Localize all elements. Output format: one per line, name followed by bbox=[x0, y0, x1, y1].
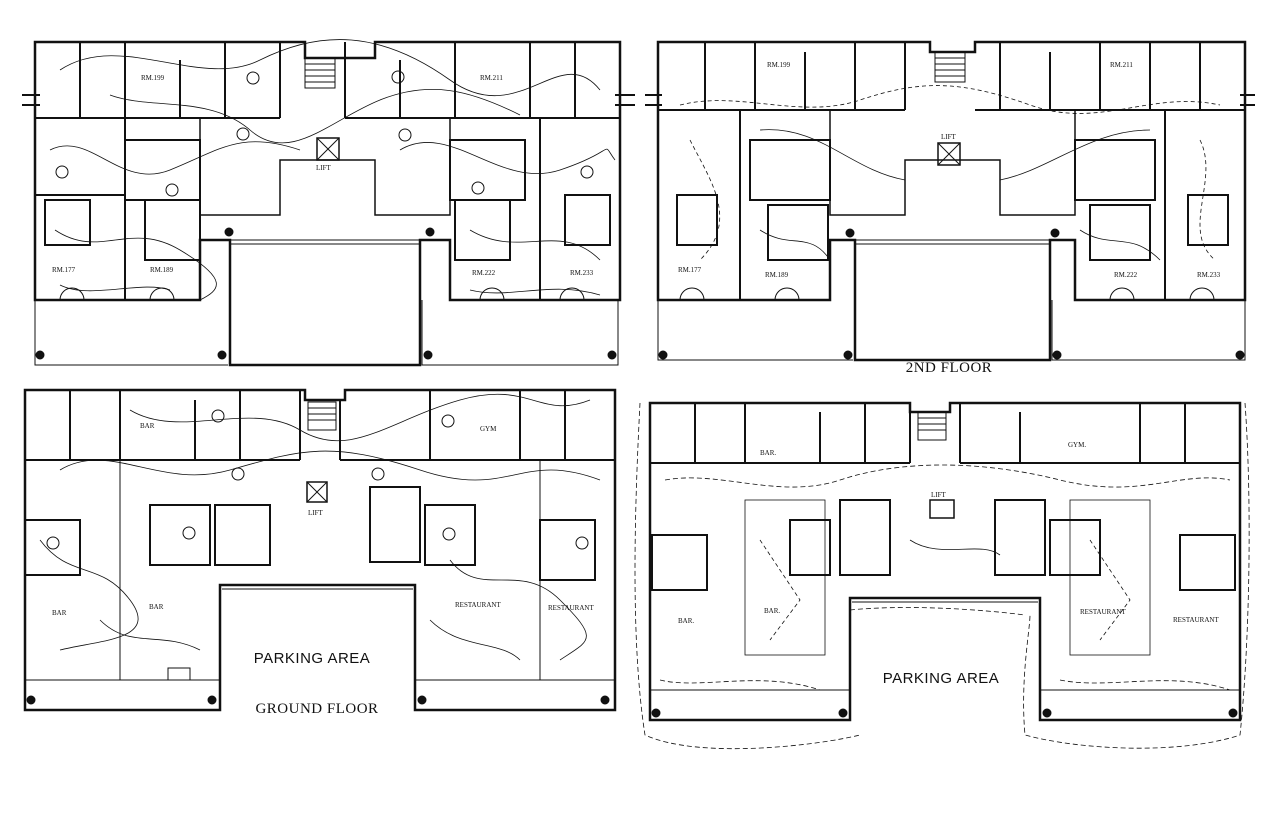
room-label: BAR. bbox=[764, 607, 780, 615]
plan-caption-ground-floor: GROUND FLOOR bbox=[255, 701, 378, 717]
room-label: BAR bbox=[149, 603, 164, 611]
lift-label: LIFT bbox=[316, 164, 332, 172]
room-label: RM.233 bbox=[570, 269, 594, 277]
parking-area-label: PARKING AREA bbox=[883, 670, 1000, 687]
room-label: RM.199 bbox=[141, 74, 165, 82]
room-label: GYM. bbox=[1068, 441, 1086, 449]
room-label: GYM bbox=[480, 425, 497, 433]
floor-plan-bottom-left bbox=[23, 388, 617, 712]
room-labels-bottom-right: BAR. GYM. LIFT BAR. BAR. RESTAURANT REST… bbox=[678, 441, 1219, 625]
room-label: RM.177 bbox=[52, 266, 76, 274]
room-label: RESTAURANT bbox=[1173, 616, 1219, 624]
room-label: RESTAURANT bbox=[1080, 608, 1126, 616]
room-label: RESTAURANT bbox=[455, 601, 501, 609]
room-label: RESTAURANT bbox=[548, 604, 594, 612]
floor-plan-top-left bbox=[22, 39, 635, 367]
room-label: RM.211 bbox=[480, 74, 503, 82]
room-label: RM.199 bbox=[767, 61, 791, 69]
room-labels-top-left: RM.199 RM.211 RM.177 RM.189 RM.222 RM.23… bbox=[52, 74, 594, 277]
room-labels-bottom-left: BAR GYM LIFT BAR BAR RESTAURANT RESTAURA… bbox=[52, 422, 594, 617]
room-label: RM.189 bbox=[765, 271, 789, 279]
floor-plan-top-right bbox=[645, 40, 1255, 362]
room-label: BAR. bbox=[678, 617, 694, 625]
floor-plan-bottom-right bbox=[634, 401, 1250, 750]
room-label: RM.211 bbox=[1110, 61, 1133, 69]
room-label: BAR bbox=[52, 609, 67, 617]
room-label: BAR bbox=[140, 422, 155, 430]
lift-label: LIFT bbox=[308, 509, 324, 517]
room-labels-top-right: RM.199 RM.211 RM.177 RM.189 RM.222 RM.23… bbox=[678, 61, 1221, 279]
room-label: RM.222 bbox=[1114, 271, 1138, 279]
lift-label: LIFT bbox=[941, 133, 957, 141]
room-label: RM.189 bbox=[150, 266, 174, 274]
parking-area-label: PARKING AREA bbox=[254, 650, 371, 667]
room-label: RM.177 bbox=[678, 266, 702, 274]
lift-label: LIFT bbox=[931, 491, 947, 499]
plan-caption-2nd-floor: 2ND FLOOR bbox=[906, 360, 993, 376]
room-label: BAR. bbox=[760, 449, 776, 457]
room-label: RM.222 bbox=[472, 269, 496, 277]
room-label: RM.233 bbox=[1197, 271, 1221, 279]
